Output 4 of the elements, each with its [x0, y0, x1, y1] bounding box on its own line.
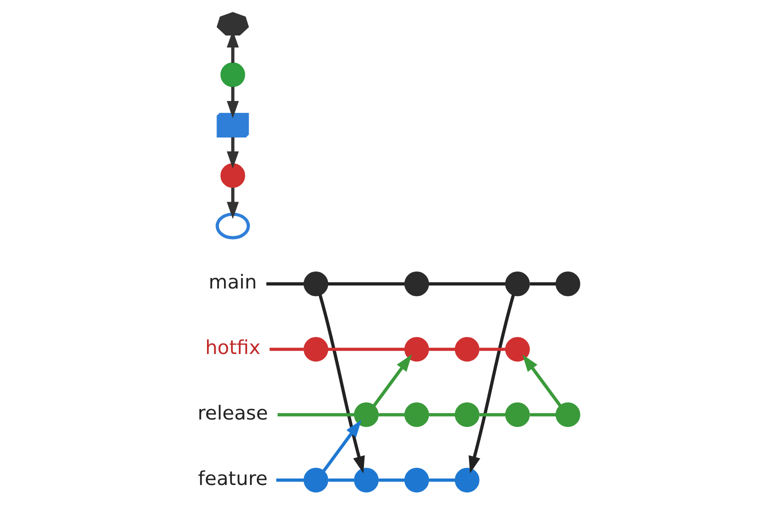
node-text: release — [198, 401, 268, 424]
node-text: feature — [198, 466, 268, 490]
node-text: main — [208, 270, 257, 294]
node-text: hotfix — [205, 336, 260, 360]
